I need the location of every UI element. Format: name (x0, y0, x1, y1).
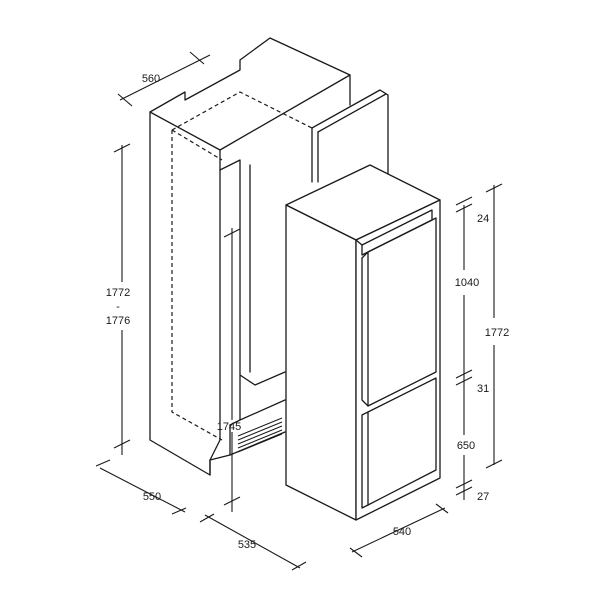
label-appliance-width: 540 (393, 526, 411, 538)
fridge-lower-door (361, 377, 437, 509)
dimension-lines (95, 51, 503, 571)
plinth-grille (237, 417, 283, 453)
label-appliance-depth: 535 (238, 539, 256, 551)
label-lower-door: 650 (457, 440, 475, 452)
label-appliance-height: 1772 (485, 327, 509, 339)
label-gap-bottom: 27 (477, 491, 489, 503)
label-inner-height: 1745 (217, 421, 241, 433)
label-niche-height-b: 1776 (106, 315, 130, 327)
fridge-upper-door (361, 217, 437, 407)
cabinet-door-panel (311, 89, 389, 201)
label-upper-door: 1040 (455, 277, 479, 289)
label-niche-depth-top: 560 (142, 73, 160, 85)
label-gap-top: 24 (477, 213, 489, 225)
label-gap-middle: 31 (477, 383, 489, 395)
fridge-appliance (285, 164, 441, 521)
label-niche-depth-bottom: 550 (143, 491, 161, 503)
label-niche-height-sep: - (116, 301, 120, 313)
label-niche-height-a: 1772 (106, 287, 130, 299)
niche-cabinet (149, 37, 389, 476)
